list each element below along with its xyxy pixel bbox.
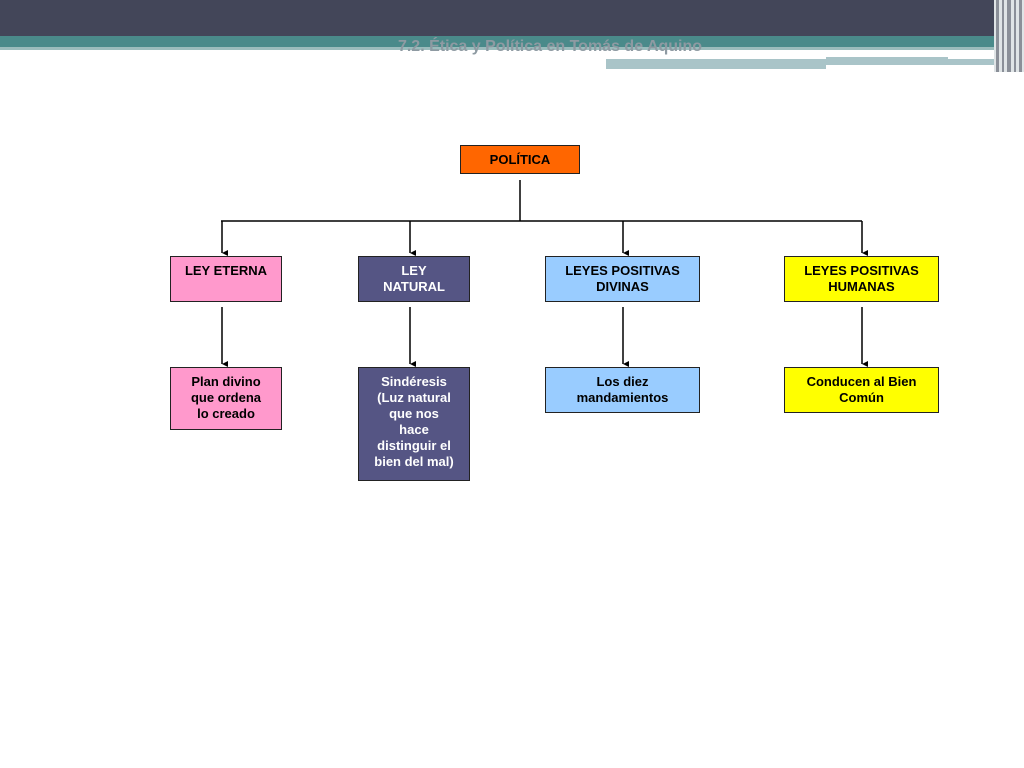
slide-title: 7.2. Ética y Política en Tomás de Aquino <box>397 38 703 55</box>
node-bien-comun: Conducen al Bien Común <box>784 367 939 413</box>
node-diez-mandamientos: Los diez mandamientos <box>545 367 700 413</box>
header-deco-line <box>826 57 948 59</box>
header-deco-bar <box>606 59 1000 65</box>
node-ley-eterna: LEY ETERNA <box>170 256 282 302</box>
node-sinderesis: Sindéresis (Luz natural que nos hace dis… <box>358 367 470 481</box>
node-plan-divino: Plan divino que ordena lo creado <box>170 367 282 430</box>
node-leyes-positivas-humanas: LEYES POSITIVAS HUMANAS <box>784 256 939 302</box>
header-stripes <box>994 0 1024 72</box>
node-leyes-positivas-divinas: LEYES POSITIVAS DIVINAS <box>545 256 700 302</box>
node-politica: POLÍTICA <box>460 145 580 174</box>
header-accent-band <box>0 36 1000 47</box>
node-ley-natural: LEY NATURAL <box>358 256 470 302</box>
header-bar <box>0 0 1024 36</box>
header-accent-band-light <box>0 47 1000 50</box>
header-deco-bar-short <box>606 65 826 69</box>
